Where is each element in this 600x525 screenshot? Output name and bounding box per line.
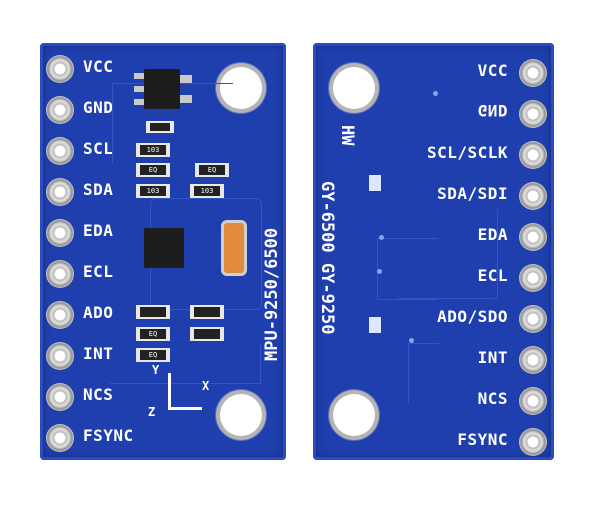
smd-resistor bbox=[190, 305, 224, 319]
pin-label-fsync: FSYNC bbox=[457, 430, 508, 449]
pin-label-gnd: GND bbox=[83, 98, 114, 117]
silkscreen-marker bbox=[369, 317, 381, 333]
header-pin-pad bbox=[519, 182, 547, 210]
pin-label-eda: EDA bbox=[477, 225, 508, 244]
mounting-hole bbox=[333, 394, 375, 436]
header-pin-pad bbox=[519, 387, 547, 415]
smd-capacitor bbox=[190, 327, 224, 341]
header-pin-pad bbox=[46, 55, 74, 83]
pcb-via bbox=[379, 235, 384, 240]
pin-label-ado: ADO bbox=[83, 303, 114, 322]
pin-label-int: INT bbox=[477, 348, 508, 367]
header-pin-pad bbox=[519, 264, 547, 292]
model-silkscreen-text: MPU-9250/6500 bbox=[262, 227, 282, 361]
header-pin-pad bbox=[46, 383, 74, 411]
header-pin-pad bbox=[519, 100, 547, 128]
header-pin-pad bbox=[519, 141, 547, 169]
pcb-trace bbox=[408, 343, 439, 404]
header-pin-pad bbox=[519, 428, 547, 456]
smd-capacitor: EQ bbox=[136, 163, 170, 177]
smd-resistor: 103 bbox=[136, 143, 170, 157]
x-axis-arrow bbox=[168, 407, 202, 410]
pin-label-vcc: VCC bbox=[477, 61, 508, 80]
pcb-trace bbox=[397, 208, 498, 299]
smd-capacitor bbox=[146, 121, 174, 133]
y-axis-label: Y bbox=[152, 363, 160, 377]
model-silkscreen-text: GY-6500 GY-9250 bbox=[317, 181, 337, 335]
pin-label-scl: SCL bbox=[83, 139, 114, 158]
pcb-via bbox=[409, 338, 414, 343]
pin-label-vcc: VCC bbox=[83, 57, 114, 76]
x-axis-label: X bbox=[202, 379, 210, 393]
header-pin-pad bbox=[46, 301, 74, 329]
y-axis-arrow bbox=[168, 373, 171, 409]
pcb-trace bbox=[377, 238, 438, 300]
header-pin-pad bbox=[46, 178, 74, 206]
mounting-hole bbox=[333, 67, 375, 109]
header-pin-pad bbox=[46, 342, 74, 370]
header-pin-pad bbox=[519, 305, 547, 333]
header-pin-pad bbox=[46, 137, 74, 165]
smd-capacitor: EQ bbox=[195, 163, 229, 177]
pcb-trace bbox=[110, 343, 261, 384]
pin-label-ecl: ECL bbox=[83, 262, 114, 281]
voltage-regulator-chip bbox=[134, 69, 192, 109]
pin-label-sda: SDA bbox=[83, 180, 114, 199]
header-pin-pad bbox=[46, 260, 74, 288]
header-pin-pad bbox=[519, 59, 547, 87]
smd-resistor: 103 bbox=[136, 184, 170, 198]
pin-label-gnd: GND bbox=[477, 101, 508, 120]
z-axis-label: Z bbox=[148, 405, 156, 419]
header-pin-pad bbox=[46, 96, 74, 124]
pcb-via bbox=[433, 91, 438, 96]
smd-resistor bbox=[136, 305, 170, 319]
silkscreen-marker bbox=[369, 175, 381, 191]
imu-sensor-chip bbox=[144, 228, 184, 268]
header-pin-pad bbox=[46, 424, 74, 452]
header-pin-pad bbox=[46, 219, 74, 247]
pin-label-eda: EDA bbox=[83, 221, 114, 240]
pin-label-ncs: NCS bbox=[83, 385, 114, 404]
smd-capacitor: EQ bbox=[136, 327, 170, 341]
pin-label-int: INT bbox=[83, 344, 114, 363]
pin-label-ncs: NCS bbox=[477, 389, 508, 408]
pin-label-ecl: ECL bbox=[477, 266, 508, 285]
back-pcb-board: VCC GND SCL/SCLK SDA/SDI EDA ECL ADO/SDO… bbox=[313, 43, 554, 460]
smd-capacitor: EQ bbox=[136, 348, 170, 362]
pin-label-scl-sclk: SCL/SCLK bbox=[426, 143, 508, 162]
pcb-via bbox=[377, 269, 382, 274]
header-pin-pad bbox=[519, 223, 547, 251]
header-pin-pad bbox=[519, 346, 547, 374]
pin-label-ado-sdo: ADO/SDO bbox=[437, 307, 508, 326]
pin-label-sda-sdi: SDA/SDI bbox=[437, 184, 508, 203]
mounting-hole bbox=[220, 67, 262, 109]
front-pcb-board: VCC GND SCL SDA EDA ECL ADO INT NCS FSYN… bbox=[40, 43, 286, 460]
tantalum-capacitor bbox=[224, 223, 244, 273]
mounting-hole bbox=[220, 394, 262, 436]
pin-label-fsync: FSYNC bbox=[83, 426, 134, 445]
brand-silkscreen-text: HW bbox=[337, 125, 357, 146]
smd-resistor: 103 bbox=[190, 184, 224, 198]
